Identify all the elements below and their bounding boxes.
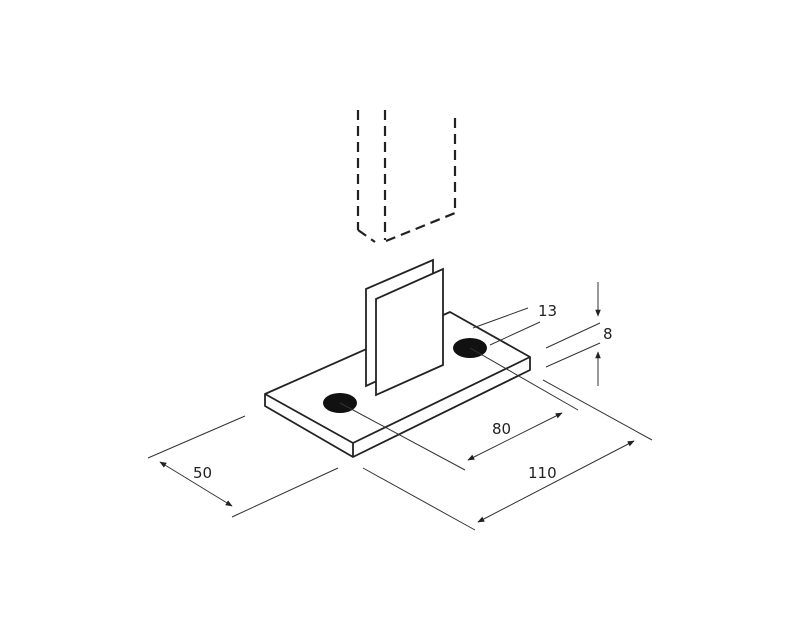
- dimension-lines: [147, 282, 653, 531]
- hole-diameter-label: 13: [538, 302, 558, 320]
- length-label: 110: [528, 464, 557, 482]
- dashed-post-outline: [356, 110, 457, 243]
- width-label: 50: [193, 464, 213, 482]
- thickness-label: 8: [603, 325, 613, 343]
- hole-spacing-label: 80: [492, 420, 512, 438]
- glass-plates: [365, 258, 444, 397]
